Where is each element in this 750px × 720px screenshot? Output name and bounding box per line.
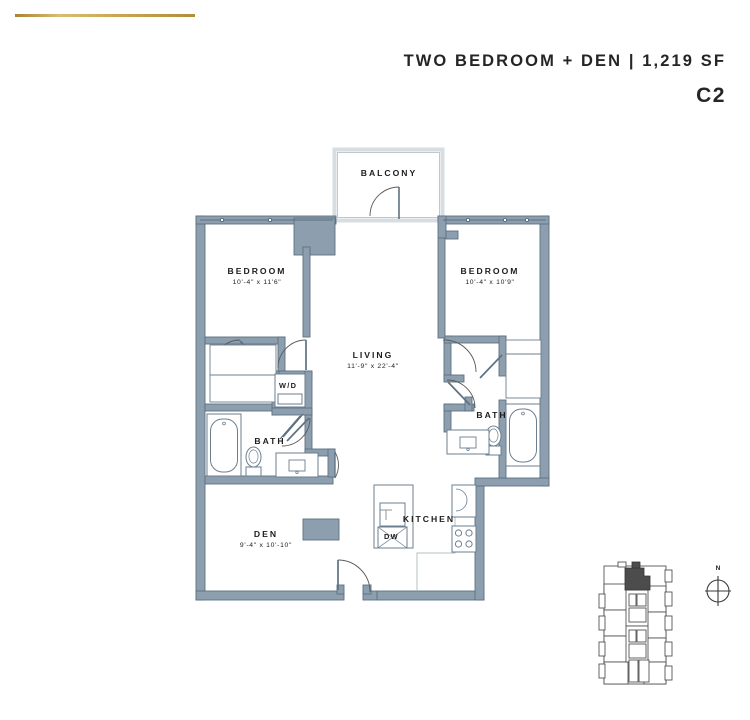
page-title: TWO BEDROOM + DEN | 1,219 SF: [403, 52, 726, 70]
den-column: [302, 518, 340, 541]
door-swings: [213, 339, 503, 593]
window-mullions: [200, 217, 546, 222]
balcony-structure: [332, 147, 445, 223]
unit-walls: [195, 215, 550, 601]
washer-dryer-unit: [274, 373, 306, 408]
closet-left-fixtures: [209, 344, 277, 403]
key-plan-svg: [598, 561, 673, 685]
bath-right-fixtures: [446, 403, 541, 467]
compass-icon: [705, 576, 731, 606]
building-key-plan: [596, 556, 696, 692]
key-plan-highlight-unit: [624, 561, 651, 591]
plan-header: TWO BEDROOM + DEN | 1,219 SF C2: [404, 52, 726, 108]
compass-rose: N: [700, 565, 736, 611]
bath-left-fixtures: [206, 413, 319, 478]
unit-code: C2: [696, 84, 726, 107]
kitchen-fixtures: [373, 484, 477, 590]
gold-accent-rule: [15, 14, 195, 17]
closet-right-fixtures: [505, 339, 542, 399]
compass-north-label: N: [715, 565, 721, 572]
